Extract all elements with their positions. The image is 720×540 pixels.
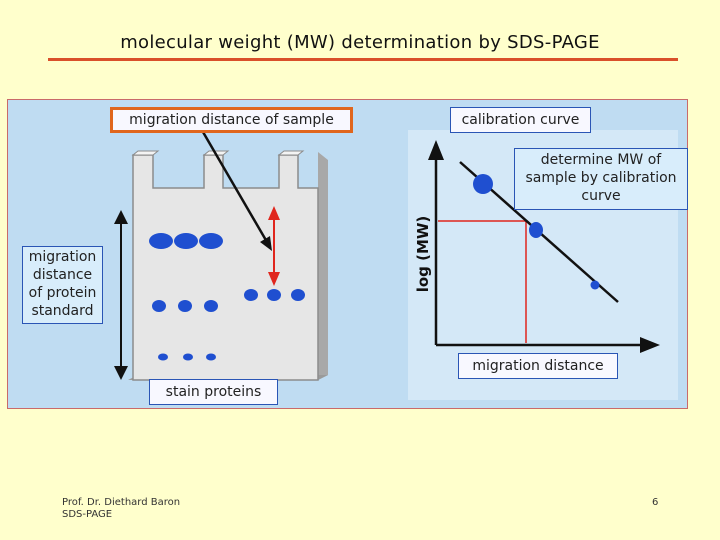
band-standard-low-1 bbox=[158, 353, 168, 361]
band-standard-high-1 bbox=[149, 233, 173, 249]
callout-migration-distance-of-protein-standard-text: migration distance of protein standard bbox=[28, 249, 97, 319]
band-standard-high-2 bbox=[174, 233, 198, 249]
band-sample-3 bbox=[291, 289, 305, 301]
page-number: 6 bbox=[652, 497, 659, 508]
callout-migration-distance-of-sample-text: migration distance of sample bbox=[129, 112, 334, 128]
footer-topic: SDS-PAGE bbox=[62, 509, 113, 520]
band-standard-mid-3 bbox=[204, 300, 218, 312]
sample-distance-arrow bbox=[268, 206, 280, 286]
band-sample-1 bbox=[244, 289, 258, 301]
callout-migration-distance-axis-text: migration distance bbox=[472, 358, 604, 374]
sample-lane-bands bbox=[244, 289, 305, 301]
callout-stain-proteins-text: stain proteins bbox=[165, 384, 262, 400]
calibration-chart: log (MW) bbox=[414, 140, 660, 353]
arrowhead-down bbox=[114, 366, 128, 380]
y-axis-label: log (MW) bbox=[414, 216, 432, 293]
band-standard-low-2 bbox=[183, 353, 193, 361]
gel-tooth-top-1 bbox=[131, 150, 160, 156]
pointer-arrowhead bbox=[260, 236, 272, 251]
x-axis-arrowhead bbox=[640, 337, 660, 353]
calibration-point-large bbox=[473, 174, 493, 194]
band-standard-mid-1 bbox=[152, 300, 166, 312]
callout-determine-mw: determine MW of sample by calibration cu… bbox=[514, 148, 688, 210]
band-standard-mid-2 bbox=[178, 300, 192, 312]
red-arrowhead-up bbox=[268, 206, 280, 220]
gel-side-face bbox=[318, 152, 328, 380]
band-standard-high-3 bbox=[199, 233, 223, 249]
callout-migration-distance-axis: migration distance bbox=[458, 353, 618, 379]
red-arrowhead-down bbox=[268, 272, 280, 286]
callout-calibration-curve-text: calibration curve bbox=[461, 112, 580, 128]
footer-left: Prof. Dr. Diethard Baron SDS-PAGE bbox=[62, 497, 180, 521]
callout-pointer bbox=[201, 131, 272, 251]
arrowhead-up bbox=[114, 210, 128, 224]
gel-front-face bbox=[132, 154, 319, 381]
y-axis-arrowhead bbox=[428, 140, 444, 160]
title-underline bbox=[48, 58, 678, 61]
slide-title: molecular weight (MW) determination by S… bbox=[120, 32, 600, 53]
standard-distance-arrow bbox=[114, 210, 128, 380]
gel-tooth-top-3 bbox=[277, 150, 305, 156]
callout-calibration-curve: calibration curve bbox=[450, 107, 591, 133]
callout-stain-proteins: stain proteins bbox=[149, 379, 278, 405]
calibration-point-small bbox=[590, 280, 600, 290]
standard-lane-bands bbox=[149, 233, 223, 361]
callout-migration-distance-of-protein-standard: migration distance of protein standard bbox=[22, 246, 103, 324]
band-sample-2 bbox=[267, 289, 281, 301]
footer-author: Prof. Dr. Diethard Baron bbox=[62, 497, 181, 508]
band-standard-low-3 bbox=[206, 353, 216, 361]
callout-determine-mw-text: determine MW of sample by calibration cu… bbox=[525, 152, 677, 204]
calibration-point-sample bbox=[529, 222, 543, 238]
callout-migration-distance-of-sample: migration distance of sample bbox=[110, 107, 353, 133]
